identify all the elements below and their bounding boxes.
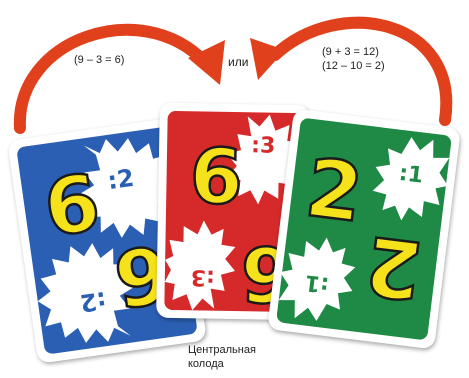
left-equation: (9 – 3 = 6) <box>74 54 125 66</box>
card-right-art: 2 :1 2 :1 <box>276 118 452 340</box>
center-label-line2: колода <box>188 358 224 370</box>
starburst-top <box>81 138 177 238</box>
right-arrowhead <box>250 38 285 80</box>
center-deck-label: Центральная колода <box>188 343 256 371</box>
starburst-bottom <box>37 243 133 343</box>
starburst-top <box>372 137 450 221</box>
or-label: или <box>228 55 249 69</box>
card-left-small-label-rotated: :2 <box>78 286 108 317</box>
right-equation-line1: (9 + 3 = 12) <box>322 46 379 58</box>
right-equation-line2: (12 – 10 = 2) <box>322 60 385 72</box>
card-right-small-label-rotated: :1 <box>304 269 331 297</box>
card-right-big-number-rotated: 2 <box>360 218 427 317</box>
card-left-big-number: 6 <box>39 158 105 255</box>
card-left-small-label: :2 <box>106 164 136 195</box>
starburst-bottom <box>164 220 236 311</box>
card-center-big-number: 9 <box>189 129 243 219</box>
card-right: 2 :1 2 :1 <box>267 108 461 350</box>
center-label-line1: Центральная <box>188 344 256 356</box>
card-left-art: 6 :2 6 :2 <box>17 127 197 354</box>
card-right-big-number: 2 <box>301 141 368 240</box>
card-right-small-label: :1 <box>398 161 425 189</box>
right-equations: (9 + 3 = 12) (12 – 10 = 2) <box>322 45 385 73</box>
card-left: 6 :2 6 :2 <box>7 117 207 364</box>
left-arrowhead <box>188 40 225 85</box>
right-curved-arrow <box>269 16 453 126</box>
card-center-small-label: :3 <box>251 133 276 158</box>
starburst-top <box>226 114 303 205</box>
starburst-bottom <box>278 237 356 321</box>
card-center-small-label-rotated: :3 <box>191 264 216 289</box>
left-curved-arrow <box>13 23 211 134</box>
